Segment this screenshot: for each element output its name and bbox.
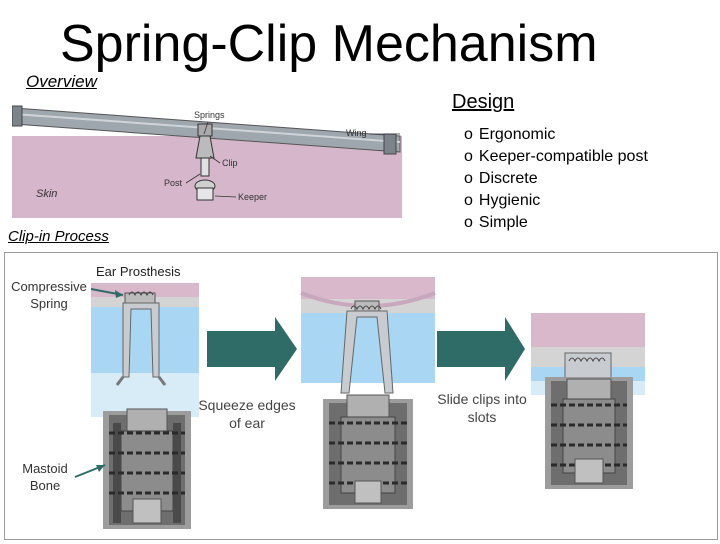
keeper-label: Keeper bbox=[238, 192, 267, 202]
page-title: Spring-Clip Mechanism bbox=[60, 15, 598, 73]
overview-diagram: Springs Wing Clip Post Skin Keeper bbox=[11, 96, 402, 218]
design-heading: Design bbox=[452, 91, 515, 113]
design-item-label: Keeper-compatible post bbox=[478, 148, 648, 165]
stage-1-prosthesis bbox=[91, 283, 199, 417]
slide-step-label: Slide clips into slots bbox=[437, 391, 527, 425]
overview-label: Overview bbox=[26, 72, 97, 91]
springs-label: Springs bbox=[194, 110, 225, 120]
design-item-label: Ergonomic bbox=[478, 126, 556, 143]
stage-1-implant bbox=[103, 408, 191, 529]
stage-2-prosthesis bbox=[300, 277, 436, 394]
skin-label: Skin bbox=[36, 188, 57, 200]
design-item: o Simple bbox=[464, 212, 648, 234]
design-item-label: Simple bbox=[478, 214, 528, 231]
design-item: o Ergonomic bbox=[464, 124, 648, 146]
design-item: o Discrete bbox=[464, 168, 648, 190]
bullet: o bbox=[464, 148, 473, 165]
bullet: o bbox=[464, 192, 473, 209]
post-label: Post bbox=[164, 178, 183, 188]
design-item: o Hygienic bbox=[464, 190, 648, 212]
arrow-2 bbox=[437, 317, 525, 381]
bullet: o bbox=[464, 214, 473, 231]
stage-2-implant bbox=[323, 394, 413, 509]
mastoid-bone-label: Mastoid Bone bbox=[22, 461, 68, 493]
clip-in-label: Clip-in Process bbox=[8, 228, 109, 245]
arrow-1 bbox=[207, 317, 297, 381]
design-item-label: Hygienic bbox=[478, 192, 541, 209]
design-item-label: Discrete bbox=[478, 170, 538, 187]
clip-label: Clip bbox=[222, 158, 238, 168]
bullet: o bbox=[464, 126, 473, 143]
wing-label: Wing bbox=[346, 128, 367, 138]
squeeze-step-label: Squeeze edges of ear bbox=[198, 397, 296, 431]
bullet: o bbox=[464, 170, 473, 187]
clip-in-process-panel bbox=[4, 252, 718, 540]
keeper-shape bbox=[196, 187, 214, 201]
stage-3-implant bbox=[545, 377, 633, 489]
design-item: o Keeper-compatible post bbox=[464, 146, 648, 168]
compressive-spring-label: Compressive Spring bbox=[11, 279, 87, 311]
ear-prosthesis-label: Ear Prosthesis bbox=[96, 264, 181, 279]
post-shape bbox=[200, 157, 210, 177]
